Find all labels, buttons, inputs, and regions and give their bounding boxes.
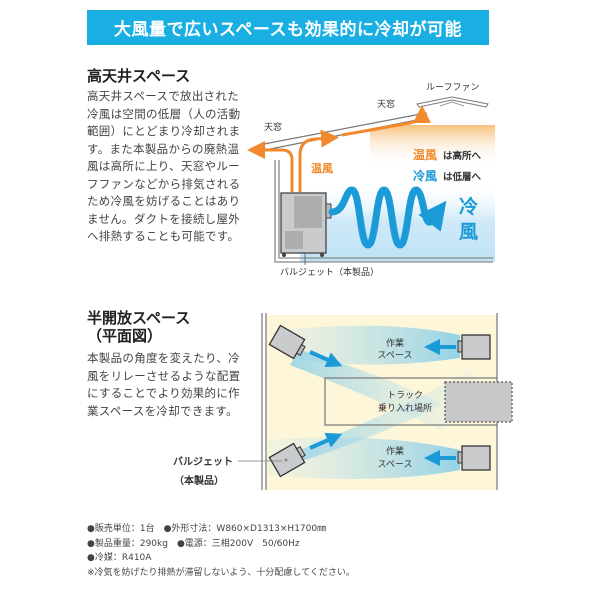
cool-air-zone [300, 180, 495, 262]
spec-line: ●冷媒：R410A [87, 553, 152, 563]
product-unit-icon [268, 324, 306, 360]
spec-note: ※冷気を妨げたり排熱が滞留しないよう、十分配慮してください。 [87, 567, 355, 578]
section-body-semi-open: 本製品の角度を変えたり、冷風をリレーさせるような配置にすることでより効果的に作業… [87, 351, 241, 418]
work-space-label: スペース [378, 351, 413, 361]
cool-legend-key: 冷風 [413, 168, 437, 183]
section-heading-high-ceiling: 高天井スペース [87, 67, 191, 85]
section-body-high-ceiling: 高天井スペースで放出された冷風は空間の低層（人の活動範囲）にとどまり冷却されます… [87, 89, 241, 243]
product-unit-icon [457, 334, 491, 360]
warm-air-zone [370, 125, 495, 165]
warm-legend-text: は高所へ [443, 150, 482, 162]
wall-floor [274, 160, 493, 263]
cool-air-arrow [309, 432, 343, 450]
work-space-label: 作業 [386, 337, 404, 349]
cool-air-wave-arrow [328, 186, 447, 249]
spec-line: ●製品重量：290kg ●電源：三相200V 50/60Hz [87, 538, 300, 549]
high-ceiling-diagram: 天窓 天窓 ルーフファン 温風 温風 は高所へ 冷風 は低層へ 冷 風 バルジェ… [247, 83, 495, 278]
warm-air-arrow [341, 105, 431, 137]
truck-bay-label: トラック [387, 390, 423, 401]
truck-bay-label: 乗り入れ場所 [378, 402, 432, 414]
work-space-label: スペース [378, 460, 413, 470]
spec-list: ●販売単位：1台 ●外形寸法：W860×D1313×H1700㎜ ●製品重量：2… [87, 522, 355, 580]
unit-caption: バルジェット（本製品） [280, 266, 379, 278]
cool-air-big-label: 冷 [459, 195, 478, 218]
work-space-label: 作業 [386, 445, 404, 457]
skylight-label: 天窓 [264, 121, 282, 133]
section-subheading-plan-view: （平面図） [87, 327, 163, 345]
product-unit-icon [280, 192, 332, 257]
cool-air-big-label: 風 [459, 221, 478, 243]
warm-legend-key: 温風 [413, 148, 437, 162]
unit-caption: （本製品） [174, 474, 224, 487]
semi-open-plan-diagram: 作業 スペース トラック 乗り入れ場所 作業 スペース バルジェット （本製品） [173, 313, 513, 490]
warm-air-arrow [298, 129, 339, 192]
truck-icon [444, 381, 513, 423]
roof-fan-label: ルーフファン [426, 83, 479, 93]
warm-air-label: 温風 [311, 161, 333, 175]
page-banner: 大風量で広いスペースも効果的に冷却が可能 [87, 10, 489, 45]
cool-air-arrow [309, 350, 343, 368]
cool-legend-text: は低層へ [443, 171, 482, 183]
spec-line: ●販売単位：1台 ●外形寸法：W860×D1313×H1700㎜ [87, 524, 327, 534]
product-unit-icon [457, 445, 491, 471]
section-heading-semi-open: 半開放スペース [87, 309, 191, 327]
unit-caption: バルジェット [173, 456, 233, 468]
skylight-label: 天窓 [377, 98, 395, 110]
warm-air-arrow [247, 141, 294, 192]
